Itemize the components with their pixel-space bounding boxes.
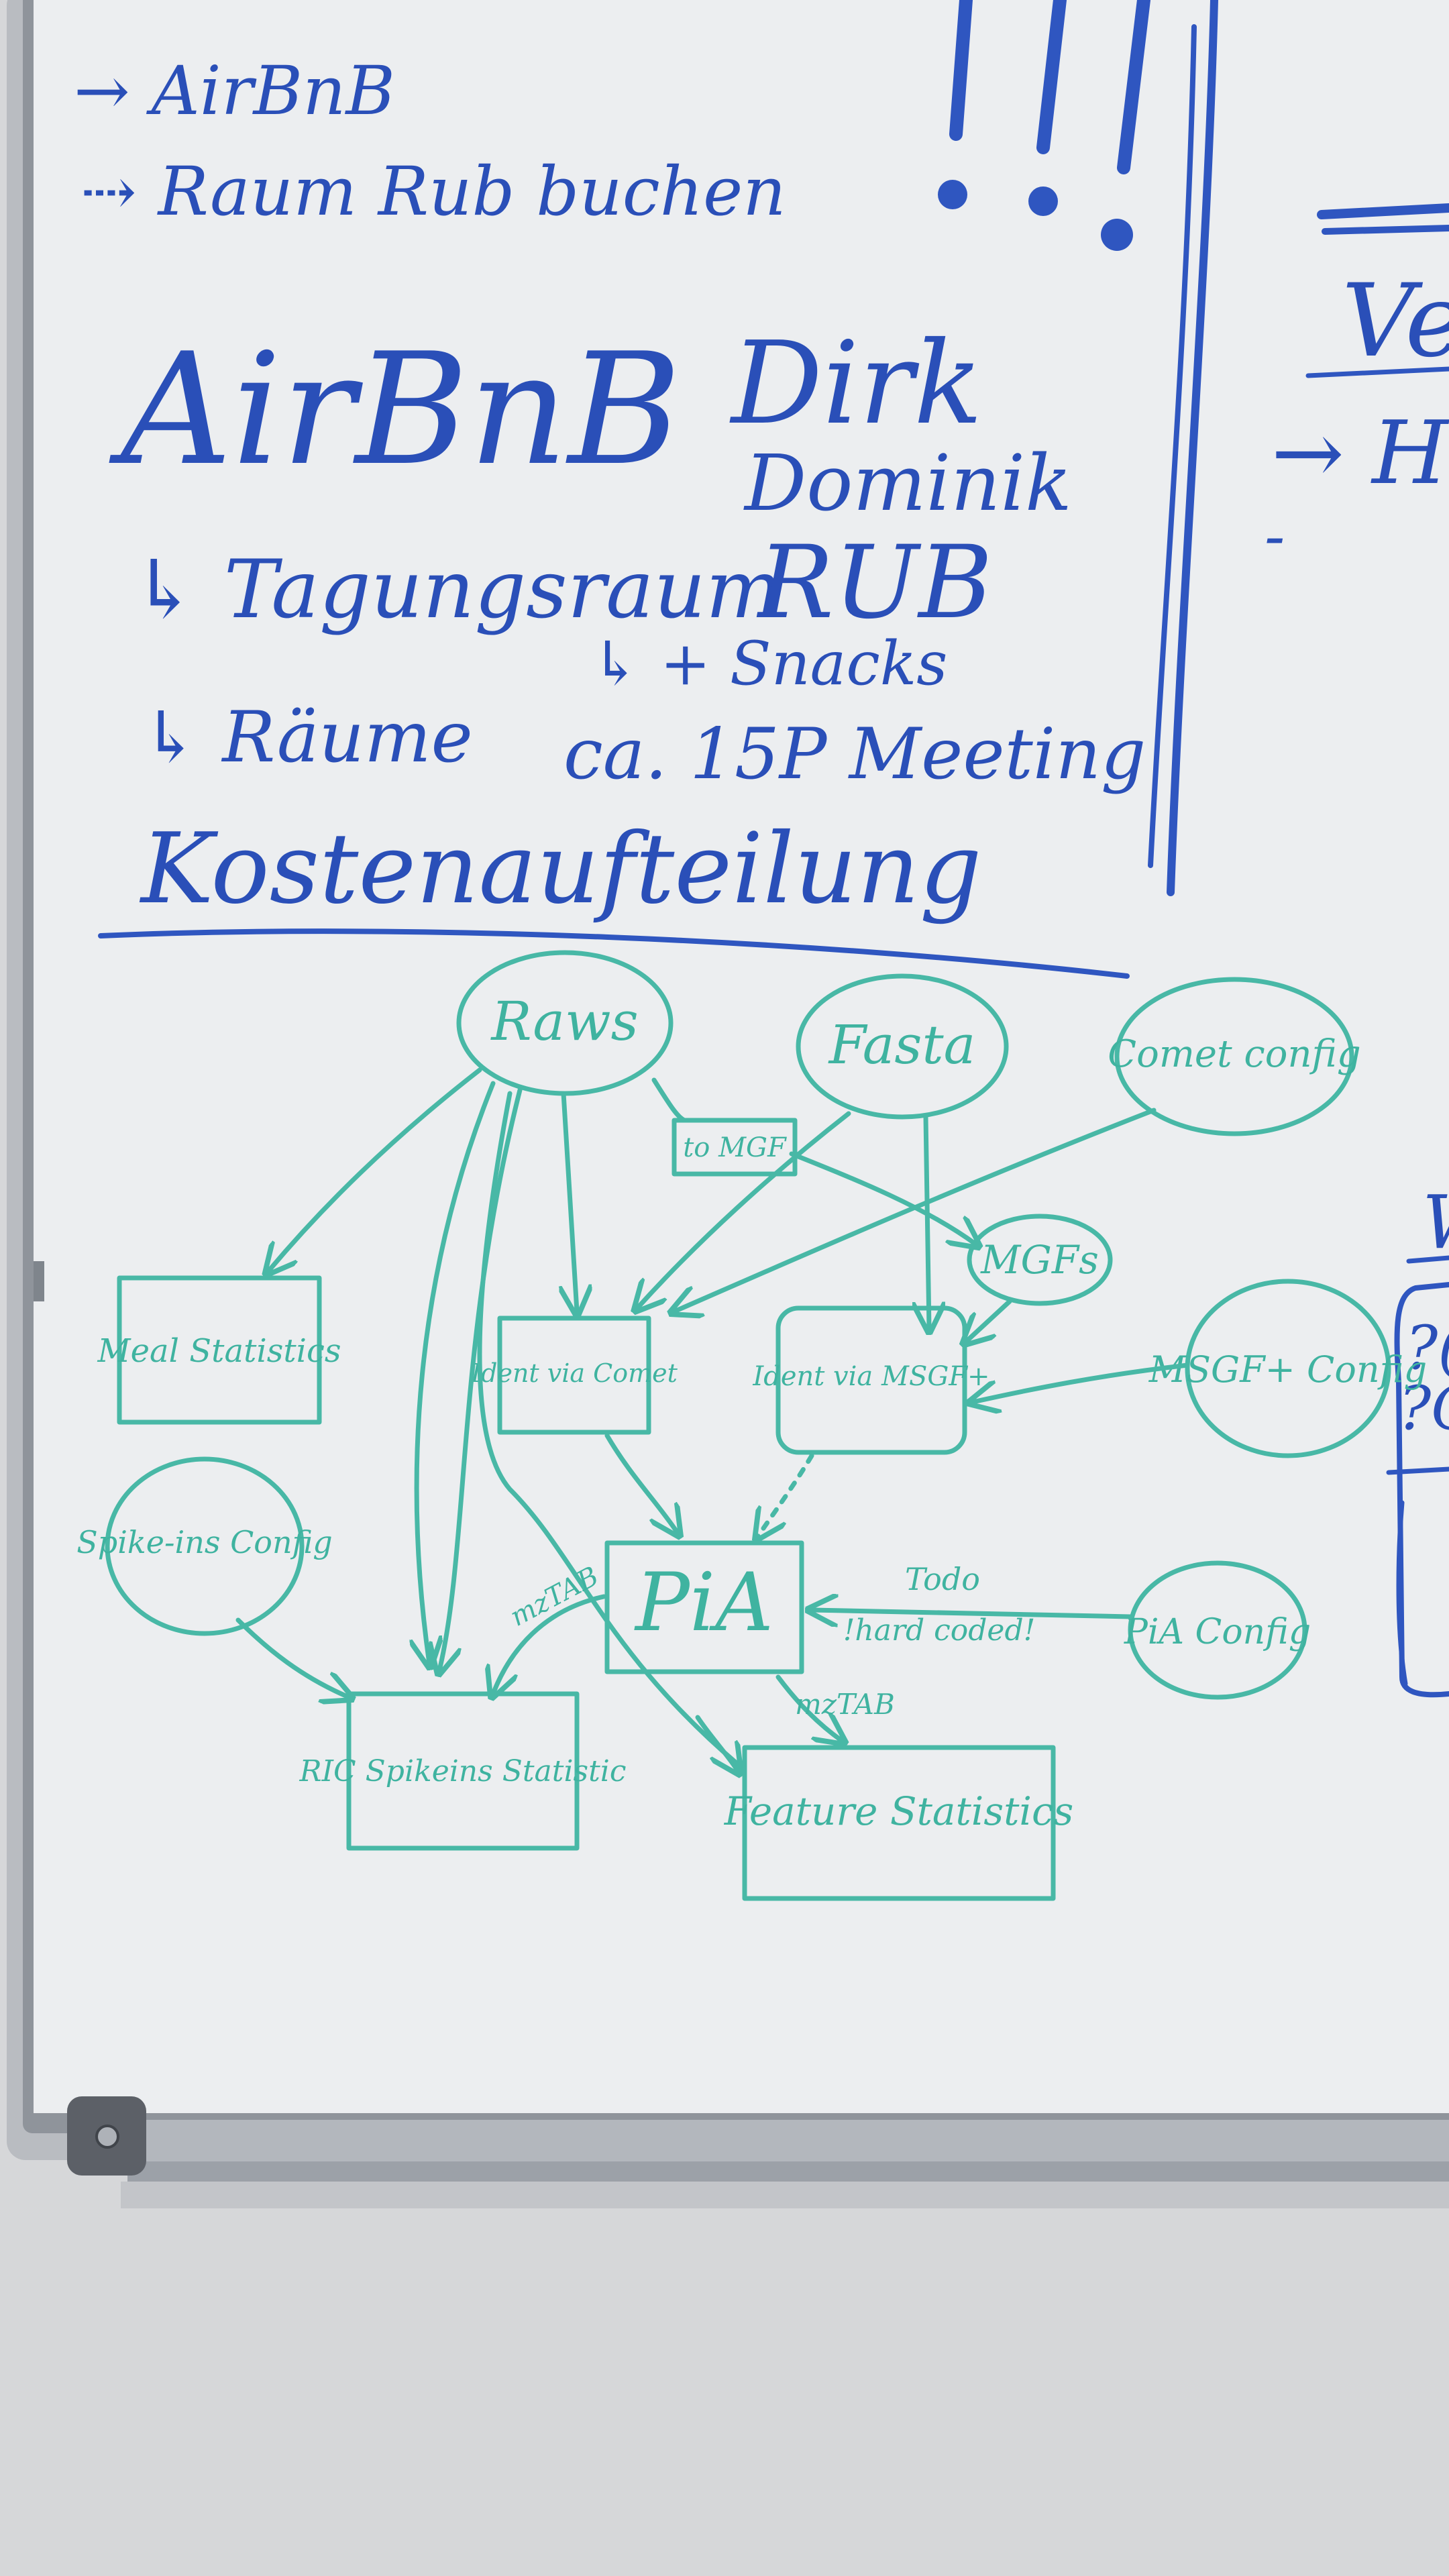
node-ident-msgf-shape bbox=[775, 1305, 967, 1455]
node-comet-config-shape bbox=[1114, 977, 1354, 1136]
node-to-mgf: to MGF bbox=[683, 1132, 787, 1163]
node-comet-config: Comet config bbox=[1108, 1032, 1360, 1076]
frame-side-shadow bbox=[34, 1261, 44, 1301]
node-raws: Raws bbox=[490, 990, 638, 1053]
exclamation-marks: !!! bbox=[938, 0, 1150, 251]
node-mgfs-shape bbox=[967, 1214, 1113, 1306]
node-pia-shape bbox=[604, 1540, 804, 1674]
node-spike-config-shape bbox=[105, 1456, 305, 1636]
node-msgf-config-shape bbox=[1185, 1279, 1391, 1458]
right-top-bar bbox=[1317, 203, 1449, 219]
right-item-2: - bbox=[1265, 501, 1285, 572]
vertical-divider bbox=[1167, 0, 1218, 896]
section-underline bbox=[98, 928, 1130, 979]
right-item-4: ?( bbox=[1405, 1313, 1449, 1383]
name-dominik: Dominik bbox=[743, 439, 1072, 529]
item-rub: RUB bbox=[756, 525, 993, 641]
note-airbnb-short: → AirBnB bbox=[74, 52, 395, 130]
marker-tray-edge bbox=[127, 2161, 1449, 2182]
node-pia: PiA bbox=[634, 1556, 773, 1650]
footer-kostenaufteilung: Kostenaufteilung bbox=[139, 812, 982, 926]
corner-screw bbox=[95, 2125, 119, 2149]
item-raeume: ↳ Räume bbox=[141, 696, 473, 778]
edge-label-hard-coded: !hard coded! bbox=[843, 1613, 1036, 1648]
node-ident-msgf: Ident via MSGF+ bbox=[752, 1361, 989, 1392]
item-tagungsraum: ↳ Tagungsraum bbox=[131, 543, 782, 637]
item-meeting: ca. 15P Meeting bbox=[564, 713, 1146, 795]
item-snacks: ↳ + Snacks bbox=[590, 629, 947, 699]
node-pia-config-shape bbox=[1128, 1560, 1307, 1700]
node-ident-comet: Ident via Comet bbox=[470, 1358, 678, 1388]
node-ric-statistic-shape bbox=[346, 1691, 580, 1851]
right-item-1: → Ho bbox=[1271, 402, 1449, 504]
node-feature-statistics-shape bbox=[742, 1745, 1056, 1901]
node-fasta: Fasta bbox=[828, 1014, 976, 1076]
note-raum-rub-buchen: ⇢ Raum Rub buchen bbox=[80, 152, 786, 231]
node-pia-config: PiA Config bbox=[1124, 1612, 1311, 1652]
edge-label-mztab-right: mzTAB bbox=[795, 1688, 895, 1721]
right-item-5: ?C bbox=[1399, 1373, 1449, 1444]
heading-airbnb: AirBnB bbox=[109, 321, 682, 500]
node-feature-statistics: Feature Statistics bbox=[724, 1788, 1073, 1834]
diagram-edges bbox=[235, 1067, 1190, 1771]
marker-tray bbox=[127, 2120, 1449, 2167]
node-fasta-shape bbox=[796, 973, 1009, 1120]
marker-tray-shadow bbox=[121, 2182, 1449, 2208]
blue-notes: → AirBnB ⇢ Raum Rub buchen !!! AirBnB Di… bbox=[74, 0, 1449, 1698]
name-dirk: Dirk bbox=[729, 317, 983, 450]
right-item-3: W bbox=[1422, 1179, 1449, 1265]
right-box bbox=[1394, 1282, 1449, 1698]
node-meal-statistics: Meal Statistics bbox=[97, 1332, 341, 1370]
node-mgfs: MGFs bbox=[980, 1237, 1099, 1283]
edge-label-todo: Todo bbox=[905, 1561, 980, 1597]
node-spike-config: Spike-ins Config bbox=[76, 1524, 333, 1560]
workflow-diagram: Raws Fasta Comet config MGFs MSGF+ Confi… bbox=[76, 950, 1428, 1901]
node-ric-statistic: RIC Spikeins Statistic bbox=[299, 1754, 626, 1788]
node-meal-statistics-shape bbox=[117, 1275, 322, 1425]
node-msgf-config: MSGF+ Config bbox=[1148, 1348, 1428, 1391]
node-to-mgf-shape bbox=[672, 1118, 798, 1177]
right-title: Ve bbox=[1342, 263, 1449, 380]
